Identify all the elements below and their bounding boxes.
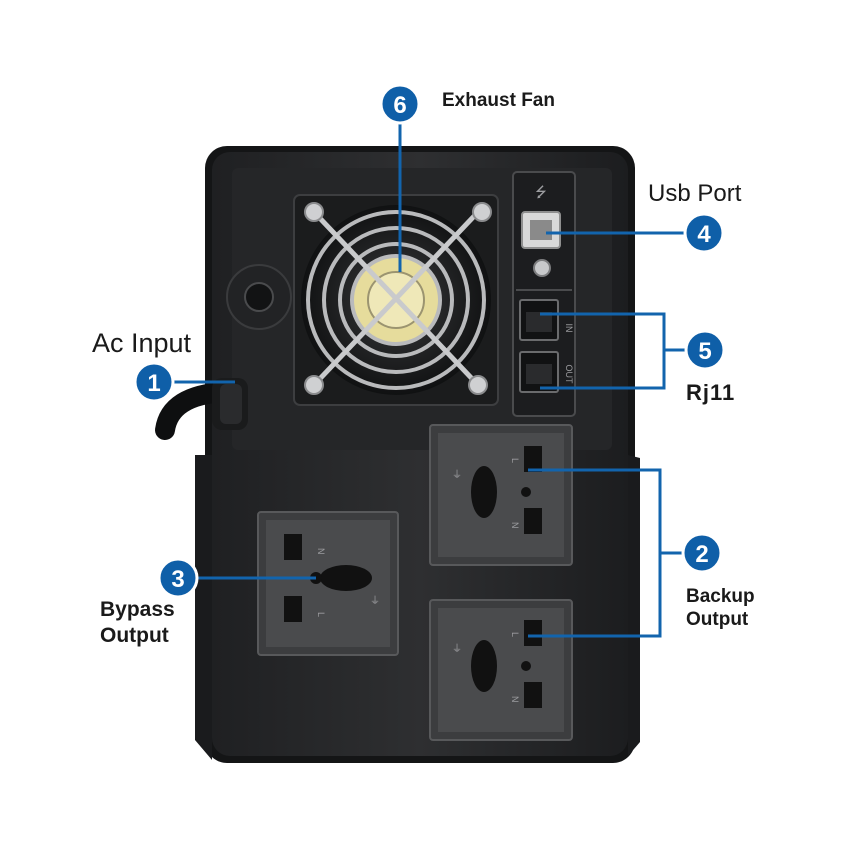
label-ac-input: Ac Input (92, 328, 191, 358)
bypass-outlet-l: L (316, 612, 326, 617)
svg-text:4: 4 (697, 221, 711, 248)
backup-top-outlet-l: L (510, 458, 520, 463)
label-exhaust-fan-line: Exhaust Fan (442, 90, 555, 111)
power-switch (226, 264, 292, 330)
label-bypass-output-line-2: Output (100, 624, 169, 647)
svg-text:1: 1 (147, 370, 160, 397)
bypass-output-outlet: N L ⏚ (257, 511, 399, 656)
label-bypass-output: Bypass Output (100, 597, 175, 649)
callout-badge-2: 2 (681, 532, 723, 574)
backup-top-outlet-earth: ⏚ (452, 469, 462, 481)
callout-badge-1: 1 (133, 361, 175, 403)
label-backup-output-line-2: Output (686, 609, 749, 630)
label-usb-port: Usb Port (648, 180, 741, 208)
rj11-in-label: IN (564, 324, 574, 333)
exhaust-fan (293, 194, 499, 406)
label-exhaust-fan: Exhaust Fan (442, 89, 555, 113)
backup-bottom-outlet-l: L (510, 632, 520, 637)
backup-output-outlet-top: L N ⏚ (429, 424, 573, 566)
rj11-out-label: OUT (564, 365, 574, 385)
usb-port: ⭍ (521, 185, 561, 277)
backup-bottom-outlet-n: N (510, 696, 520, 703)
svg-text:5: 5 (698, 338, 711, 365)
bypass-outlet-n: N (316, 548, 326, 555)
label-rj11-line: Rj11 (686, 380, 736, 405)
backup-top-outlet-n: N (510, 522, 520, 529)
label-rj11: Rj11 (686, 380, 735, 406)
bypass-outlet-earth: ⏚ (370, 595, 380, 607)
label-usb-port-line: Usb Port (648, 180, 742, 207)
callout-badge-3: 3 (157, 557, 199, 599)
svg-text:2: 2 (695, 541, 708, 568)
label-ac-input-line: Ac Input (92, 328, 192, 358)
callout-badge-5: 5 (684, 329, 726, 371)
svg-text:3: 3 (171, 566, 184, 593)
backup-bottom-outlet-earth: ⏚ (452, 643, 462, 655)
svg-text:6: 6 (393, 92, 406, 119)
ac-input-cable (155, 378, 248, 440)
usb-symbol: ⭍ (535, 185, 547, 201)
callout-badge-6: 6 (379, 83, 421, 125)
label-bypass-output-line-1: Bypass (100, 598, 175, 621)
label-backup-output: Backup Output (686, 585, 755, 631)
backup-output-outlet-bottom: L N ⏚ (429, 599, 573, 741)
label-backup-output-line-1: Backup (686, 586, 755, 607)
callout-badge-4: 4 (683, 212, 725, 254)
rj11-ports: IN OUT (519, 299, 574, 393)
